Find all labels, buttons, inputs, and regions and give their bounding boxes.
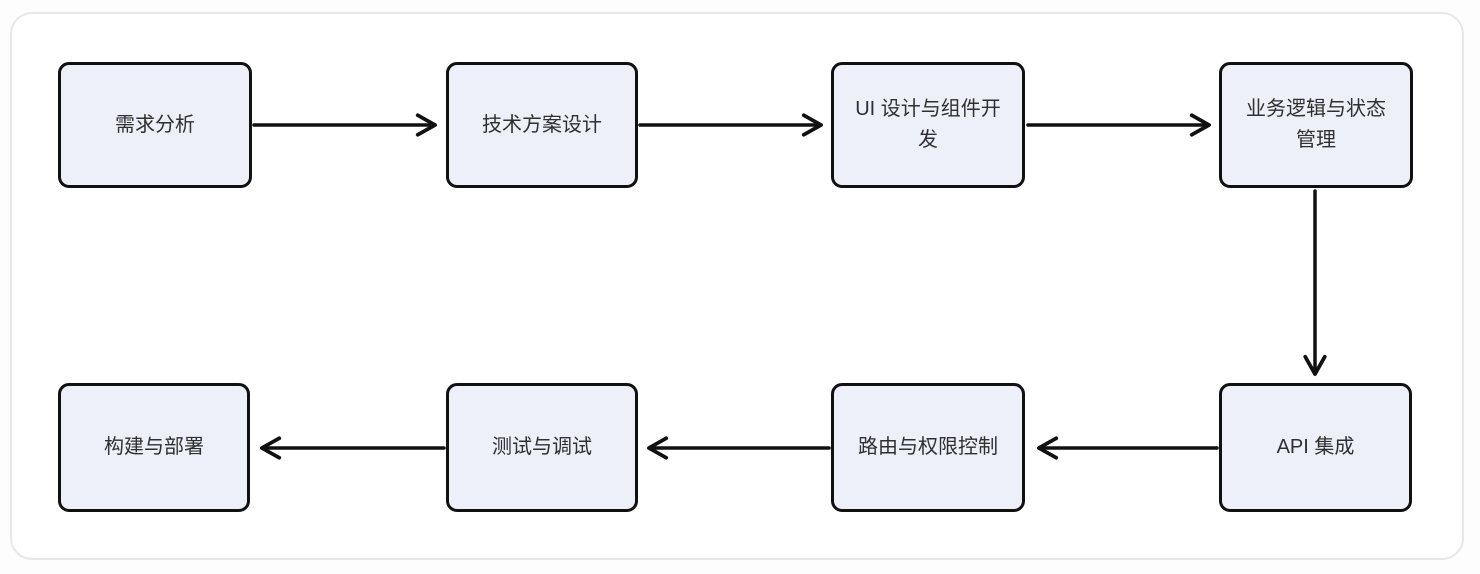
flow-node-ui-components: UI 设计与组件开发	[831, 62, 1025, 188]
flow-node-business-logic: 业务逻辑与状态管理	[1219, 62, 1413, 188]
flow-node-requirements: 需求分析	[58, 62, 252, 188]
flow-node-testing-debugging: 测试与调试	[446, 383, 638, 512]
flow-node-routing-permissions: 路由与权限控制	[831, 383, 1025, 512]
flow-node-build-deploy: 构建与部署	[58, 383, 250, 512]
node-label-testing-debugging: 测试与调试	[492, 436, 592, 458]
node-label-business-logic: 业务逻辑与状态管理	[1246, 98, 1386, 151]
node-label-routing-permissions: 路由与权限控制	[858, 436, 998, 458]
flow-node-api-integration: API 集成	[1219, 383, 1412, 512]
node-label-build-deploy: 构建与部署	[104, 436, 204, 458]
node-label-api-integration: API 集成	[1276, 436, 1355, 458]
flow-node-tech-design: 技术方案设计	[446, 62, 638, 188]
node-label-requirements: 需求分析	[115, 113, 195, 136]
node-label-tech-design: 技术方案设计	[482, 113, 602, 136]
node-label-ui-components: UI 设计与组件开发	[855, 98, 1001, 151]
